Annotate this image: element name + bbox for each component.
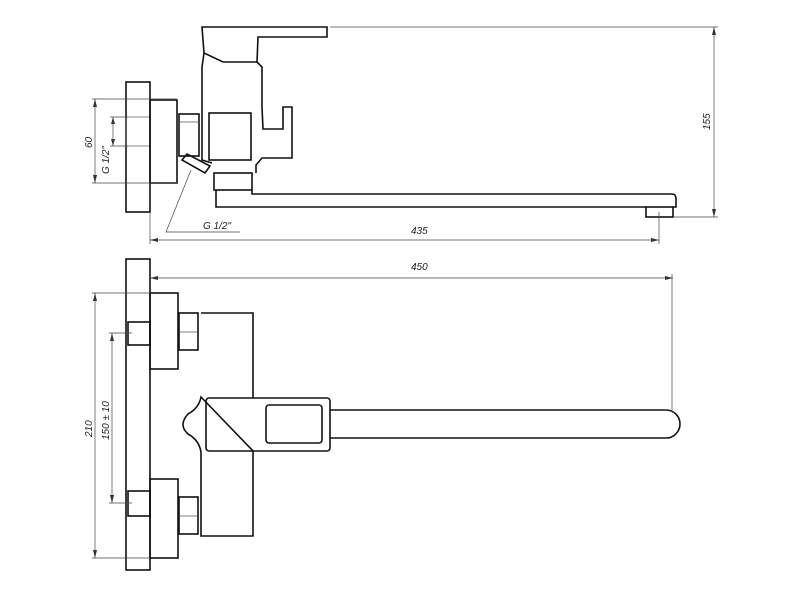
arrowhead	[150, 276, 158, 280]
arrowhead	[93, 550, 97, 558]
mixer-body	[182, 312, 254, 537]
arrowhead	[150, 238, 158, 242]
side-view: 155 435 60 G 1/2" G 1/2"	[84, 26, 718, 244]
arrowhead	[665, 276, 673, 280]
plate-socket-lower	[127, 490, 151, 517]
spout-collar	[213, 172, 253, 191]
arrowhead	[93, 293, 97, 301]
arrowhead	[110, 333, 114, 341]
arrowheads	[93, 27, 716, 558]
spout	[330, 409, 681, 439]
lever-handle	[205, 397, 331, 452]
arrowhead	[651, 238, 659, 242]
arrowhead	[712, 209, 716, 217]
dim-450-label: 450	[411, 262, 428, 273]
escutcheon-lower	[149, 478, 179, 559]
plate-socket	[125, 116, 151, 147]
dim-435-label: 435	[411, 226, 428, 237]
arrowhead	[712, 27, 716, 35]
nut-lower	[178, 496, 199, 535]
top-view: 450 210 150 ± 10	[84, 258, 681, 571]
arrowhead	[110, 495, 114, 503]
dim-60-label: 60	[84, 136, 95, 148]
leader-line	[165, 169, 240, 233]
aerator	[645, 206, 674, 218]
arrowhead	[93, 99, 97, 107]
plate-socket-upper	[127, 321, 151, 346]
lever-handle	[201, 26, 328, 63]
mixer-body	[201, 52, 293, 173]
dim-210-label: 210	[84, 420, 95, 438]
body-inset	[208, 112, 252, 161]
arrowhead	[111, 117, 115, 124]
thread-outlet-label: G 1/2"	[203, 221, 231, 232]
escutcheon-upper	[149, 292, 179, 370]
diverter-stub	[180, 152, 212, 175]
dim-155-label: 155	[702, 113, 713, 130]
spout	[215, 190, 677, 208]
arrowhead	[111, 139, 115, 146]
escutcheon	[149, 99, 178, 184]
arrowhead	[93, 175, 97, 183]
dim-150-label: 150 ± 10	[101, 401, 112, 440]
wall-plate	[125, 258, 151, 571]
nut-upper	[178, 312, 199, 351]
connection-nut	[178, 113, 200, 157]
handle-inset	[265, 404, 323, 444]
thread-inlet-label: G 1/2"	[101, 146, 112, 174]
wall-plate	[125, 81, 151, 213]
